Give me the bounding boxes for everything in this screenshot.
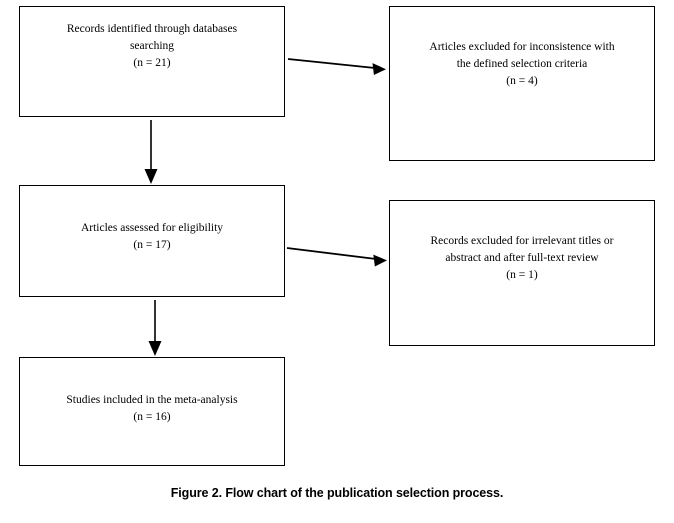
flow-box-studies-included-text: Studies included in the meta-analysis (n… <box>66 393 238 423</box>
figure-caption-label: Figure 2. <box>170 486 222 500</box>
arrow-assessed-to-excluded-titles-icon <box>286 247 387 267</box>
arrow-records-to-assessed-icon <box>144 120 158 184</box>
arrow-assessed-to-included-icon <box>148 300 162 356</box>
flow-box-articles-assessed-text: Articles assessed for eligibility (n = 1… <box>80 222 224 251</box>
flow-box-records-excluded-titles: Records excluded for irrelevant titles o… <box>389 200 655 346</box>
figure-caption-text: Flow chart of the publication selection … <box>225 486 504 500</box>
flow-box-articles-assessed: Articles assessed for eligibility (n = 1… <box>19 185 285 297</box>
figure-caption: Figure 2. Flow chart of the publication … <box>0 486 674 500</box>
flow-box-articles-excluded-criteria: Articles excluded for inconsistence with… <box>389 6 655 161</box>
flow-box-studies-included: Studies included in the meta-analysis (n… <box>19 357 285 466</box>
flow-box-records-identified: Records identified through databases sea… <box>19 6 285 117</box>
flow-box-records-identified-text: Records identified through databases sea… <box>66 23 238 69</box>
arrow-records-to-excluded-criteria-icon <box>287 58 386 75</box>
flow-box-records-excluded-titles-text: Records excluded for irrelevant titles o… <box>430 234 614 281</box>
flow-box-articles-excluded-criteria-text: Articles excluded for inconsistence with… <box>429 41 615 87</box>
